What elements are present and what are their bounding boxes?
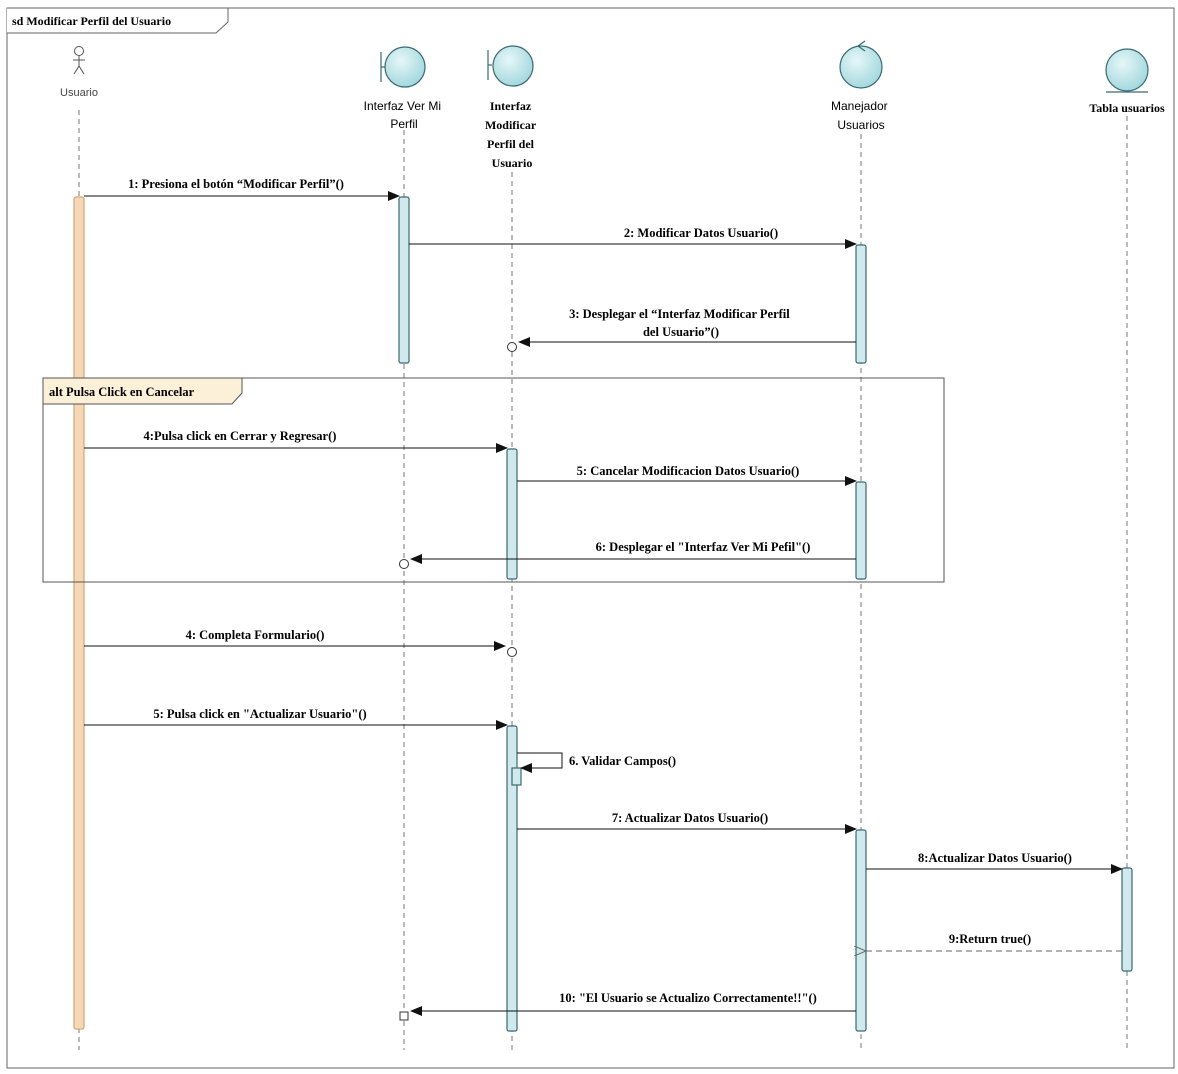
participant-manejador-usuarios: Manejador Usuarios <box>831 40 891 132</box>
message-label: 4:Pulsa click en Cerrar y Regresar() <box>144 429 337 443</box>
lifelines <box>78 110 1128 1050</box>
participant-label: Manejador Usuarios <box>831 99 891 132</box>
message-label: 8:Actualizar Datos Usuario() <box>918 851 1072 865</box>
message-label: 6: Desplegar el "Interfaz Ver Mi Pefil"(… <box>596 540 811 554</box>
activation-usuario <box>73 196 85 1030</box>
alt-fragment: alt Pulsa Click en Cancelar <box>42 377 945 583</box>
activation-mu-2 <box>855 481 867 580</box>
activation-mu-1 <box>855 244 867 364</box>
participant-interfaz-ver-mi-perfil: Interfaz Ver Mi Perfil <box>364 46 445 131</box>
participant-interfaz-modificar-perfil: Interfaz Modificar Perfil del Usuario <box>485 45 539 170</box>
message-label: 9:Return true() <box>949 932 1031 946</box>
message-10: 10: "El Usuario se Actualizo Correctamen… <box>399 991 856 1021</box>
message-label: 7: Actualizar Datos Usuario() <box>612 811 768 825</box>
message-3: 3: Desplegar el “Interfaz Modificar Perf… <box>507 307 856 352</box>
message-label: 1: Presiona el botón “Modificar Perfil”(… <box>128 177 344 191</box>
message-label: 5: Pulsa click en "Actualizar Usuario"() <box>153 707 366 721</box>
activations <box>73 196 1133 1032</box>
participant-tabla-usuarios: Tabla usuarios <box>1089 48 1165 115</box>
message-8: 8:Actualizar Datos Usuario() <box>866 851 1123 874</box>
message-4-alt: 4:Pulsa click en Cerrar y Regresar() <box>84 429 508 453</box>
participant-label: Tabla usuarios <box>1089 101 1165 115</box>
activation-imp-2 <box>506 725 518 1032</box>
activation-imp-self <box>511 767 522 786</box>
activation-ivmp-1 <box>398 196 410 364</box>
message-label: 4: Completa Formulario() <box>186 628 325 642</box>
activation-mu-3 <box>855 829 867 1032</box>
message-5: 5: Pulsa click en "Actualizar Usuario"() <box>84 707 508 730</box>
message-label: 3: Desplegar el “Interfaz Modificar Perf… <box>569 307 793 339</box>
participant-usuario: Usuario <box>60 46 98 99</box>
message-label: 2: Modificar Datos Usuario() <box>624 226 778 240</box>
message-1: 1: Presiona el botón “Modificar Perfil”(… <box>84 177 400 201</box>
fragment-label: alt Pulsa Click en Cancelar <box>49 385 195 399</box>
messages: 1: Presiona el botón “Modificar Perfil”(… <box>84 177 1123 1021</box>
message-6-alt: 6: Desplegar el "Interfaz Ver Mi Pefil"(… <box>399 540 856 569</box>
message-9-return: 9:Return true() <box>866 932 1122 951</box>
actor-icon <box>73 46 85 75</box>
message-6-self: 6. Validar Campos() <box>517 752 676 773</box>
frame-title: sd Modificar Perfil del Usuario <box>12 14 171 28</box>
boundary-icon <box>487 45 534 87</box>
participant-label: Usuario <box>60 87 98 99</box>
activation-tu <box>1121 867 1133 972</box>
message-4: 4: Completa Formulario() <box>84 628 517 657</box>
message-5-alt: 5: Cancelar Modificacion Datos Usuario() <box>517 464 857 486</box>
entity-icon <box>1105 48 1149 93</box>
message-2: 2: Modificar Datos Usuario() <box>409 226 857 249</box>
message-label: 10: "El Usuario se Actualizo Correctamen… <box>559 991 817 1005</box>
activation-imp-1 <box>506 448 518 580</box>
message-label: 6. Validar Campos() <box>569 754 676 768</box>
boundary-icon <box>380 46 426 88</box>
diagram-frame: sd Modificar Perfil del Usuario <box>6 7 1175 1069</box>
participant-label: Interfaz Ver Mi Perfil <box>364 99 445 131</box>
control-icon <box>839 40 883 89</box>
participant-label: Interfaz Modificar Perfil del Usuario <box>485 99 539 170</box>
message-label: 5: Cancelar Modificacion Datos Usuario() <box>577 464 800 478</box>
message-7: 7: Actualizar Datos Usuario() <box>517 811 857 834</box>
